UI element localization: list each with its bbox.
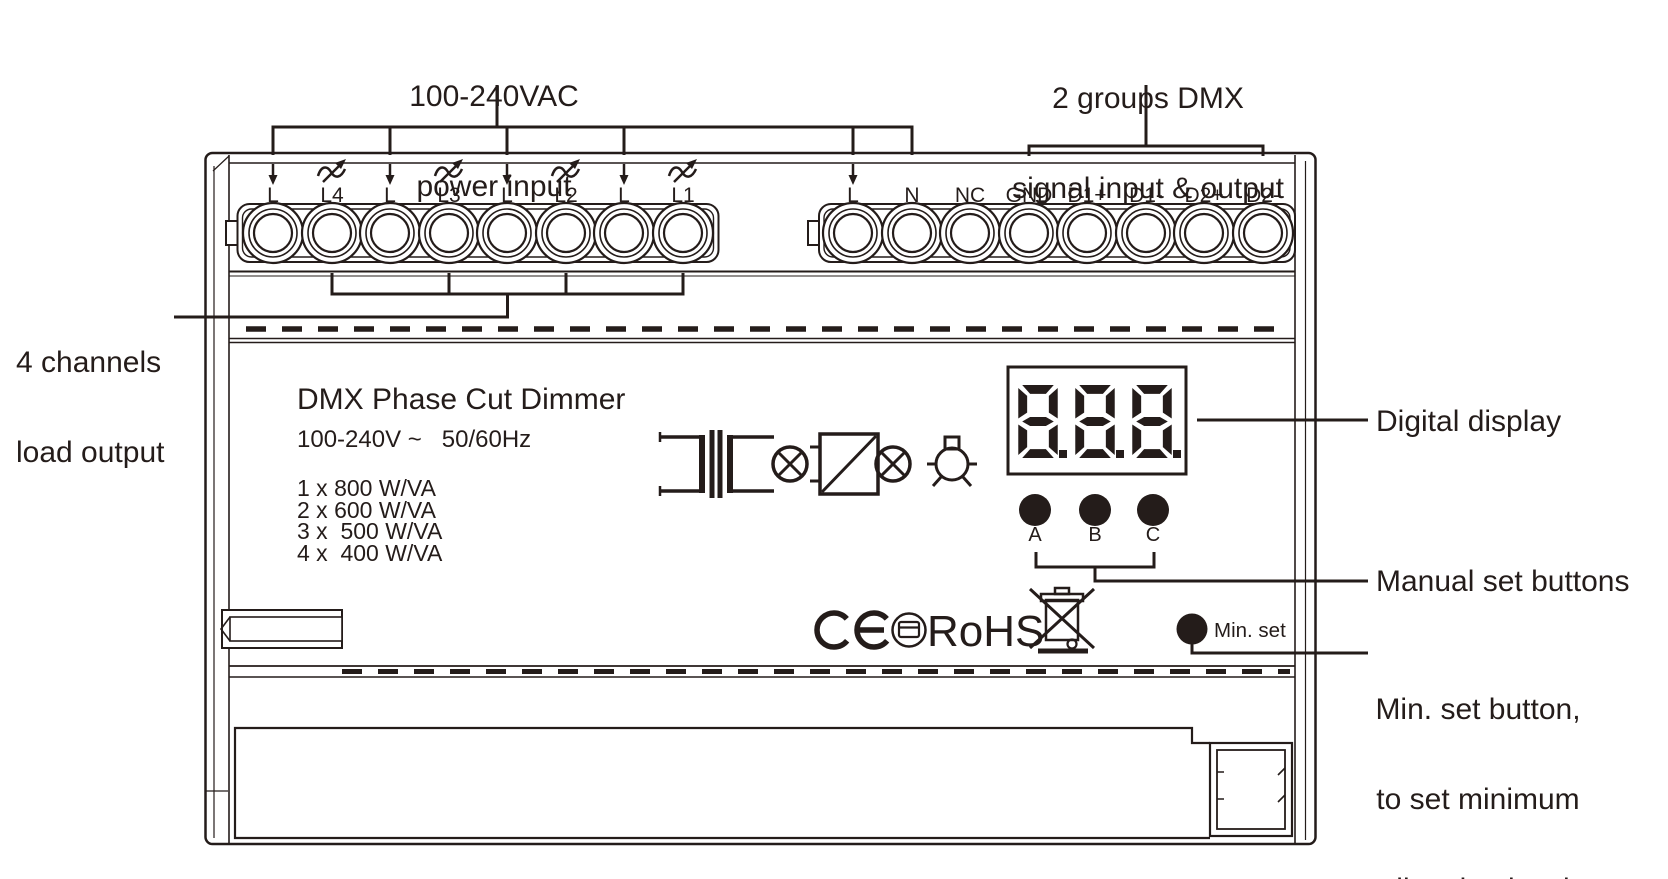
load-output-bracket [174,273,685,319]
button-a [1019,494,1051,526]
power-input-bracket [271,85,914,155]
terminal-holes [241,201,1295,265]
power-input-label: 100-240VAC power input [409,80,579,203]
min-set-note: Min. set button, to set minimum dimming … [1375,693,1581,879]
min-set-button [1176,613,1208,645]
terminal-label: L4 [320,184,344,207]
dmx-label: 2 groups DMX signal input & output [1012,82,1284,205]
button-c [1137,494,1169,526]
dmx-bracket [1027,85,1265,156]
min-set-leader-line [1190,643,1368,655]
controlgear-icon [891,612,927,648]
device-housing [204,151,1317,846]
terminal-label: D1+ [1067,184,1107,207]
seven-segment-digits [1018,385,1181,458]
button-label-a: A [1028,524,1042,546]
terminal-label: L [384,184,396,207]
terminal-label: L1 [671,184,695,207]
din-release-tab [220,609,343,649]
terminal-label: L [618,184,630,207]
load-output-label: 4 channels load output [16,346,165,469]
manual-set-note: Manual set buttons [1376,565,1630,598]
device-title: DMX Phase Cut Dimmer [297,383,626,416]
terminal-label: D1- [1129,184,1163,207]
load-rating: 4 x 400 W/VA [297,539,443,566]
terminal-label: L [501,184,513,207]
iron-core-transformer-lamp-icon [658,430,809,498]
terminal-label: D2+ [1184,184,1224,207]
arrow-down-icon [267,162,279,187]
label-area [233,726,1210,840]
arrow-down-icon [847,162,859,187]
button-label-b: B [1088,524,1102,546]
terminal-label: N [904,184,920,207]
digital-display [1006,365,1188,476]
min-set-label: Min. set [1214,619,1286,642]
load-rating: 3 x 500 W/VA [297,518,443,544]
terminal-label: D2- [1246,184,1280,207]
terminal-label: L [847,184,859,207]
button-label-c: C [1145,524,1161,546]
button-b [1079,494,1111,526]
incandescent-lamp-icon [927,435,977,487]
din-rail-clip [1208,741,1294,838]
rohs-text: RoHS [927,607,1045,656]
power-rating: 100-240V ~ 50/60Hz [297,426,532,453]
load-rating: 1 x 800 W/VA [297,475,436,501]
load-rating: 2 x 600 W/VA [297,496,436,523]
digital-display-note: Digital display [1376,405,1562,438]
terminal-label: GND [1005,184,1053,207]
digital-display-value [1008,367,1186,474]
terminal-label: L [267,184,279,207]
electronic-transformer-lamp-icon [810,432,912,496]
ce-mark-icon [814,610,894,650]
terminal-label: L3 [437,184,461,207]
manual-buttons-bracket [1034,552,1368,583]
weee-bin-icon [1028,586,1096,654]
terminal-label: NC [954,184,986,207]
terminal-label: L2 [554,184,578,207]
manual-set-buttons [1019,494,1169,526]
